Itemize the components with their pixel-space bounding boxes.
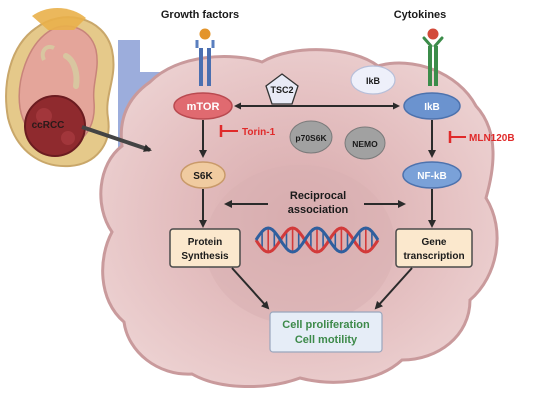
dna-helix-icon (254, 226, 380, 254)
protein-synthesis-box: Protein Synthesis (169, 228, 241, 268)
reciprocal-label-line2: association (288, 204, 349, 216)
reciprocal-label-line1: Reciprocal (290, 190, 346, 202)
ikb-complex-label: IkB (366, 76, 381, 86)
protein-synthesis-line1: Protein (188, 237, 222, 248)
mtor-label: mTOR (187, 101, 220, 113)
nemo-label: NEMO (352, 139, 378, 149)
nemo-node: NEMO (344, 126, 386, 160)
ikb-label: IkB (424, 102, 440, 113)
kidney-illustration: ccRCC (5, 7, 115, 168)
outcome-box: Cell proliferation Cell motility (269, 311, 383, 353)
growth-factors-title: Growth factors (161, 9, 239, 21)
gene-to-outcome-arrow (374, 267, 413, 310)
outcome-line2: Cell motility (295, 334, 358, 346)
nfkb-node: NF-kB (402, 161, 462, 189)
dna-strand-blue (254, 226, 380, 254)
protein-to-outcome-arrow (231, 267, 270, 310)
s6k-label: S6K (193, 171, 213, 182)
s6k-node: S6K (180, 161, 226, 189)
mln120b-inhibitor: MLN120B (448, 131, 515, 144)
ikb-complex-node: IkB (350, 65, 396, 95)
mtor-node: mTOR (173, 92, 233, 120)
mln120b-label: MLN120B (469, 133, 515, 144)
protein-synthesis-line2: Synthesis (181, 251, 229, 262)
torin-1-inhibitor: Torin-1 (219, 125, 276, 138)
ccrcc-label: ccRCC (32, 120, 65, 131)
tsc2-label: TSC2 (270, 85, 293, 95)
gene-transcription-box: Gene transcription (395, 228, 473, 268)
cytokines-title: Cytokines (394, 9, 447, 21)
outcome-line1: Cell proliferation (282, 319, 370, 331)
p70s6k-label: p70S6K (295, 133, 327, 143)
nfkb-label: NF-kB (417, 171, 446, 182)
growth-factor-receptor-icon (195, 28, 215, 86)
gene-transcription-line1: Gene (421, 237, 446, 248)
dna-strand-red (254, 226, 380, 254)
ikb-node: IkB (403, 92, 461, 120)
torin-1-label: Torin-1 (242, 127, 276, 138)
kidney-to-cell-arrow (81, 125, 152, 152)
gene-transcription-line2: transcription (403, 251, 464, 262)
p70s6k-node: p70S6K (289, 120, 333, 154)
cytokine-receptor-icon (422, 28, 444, 86)
